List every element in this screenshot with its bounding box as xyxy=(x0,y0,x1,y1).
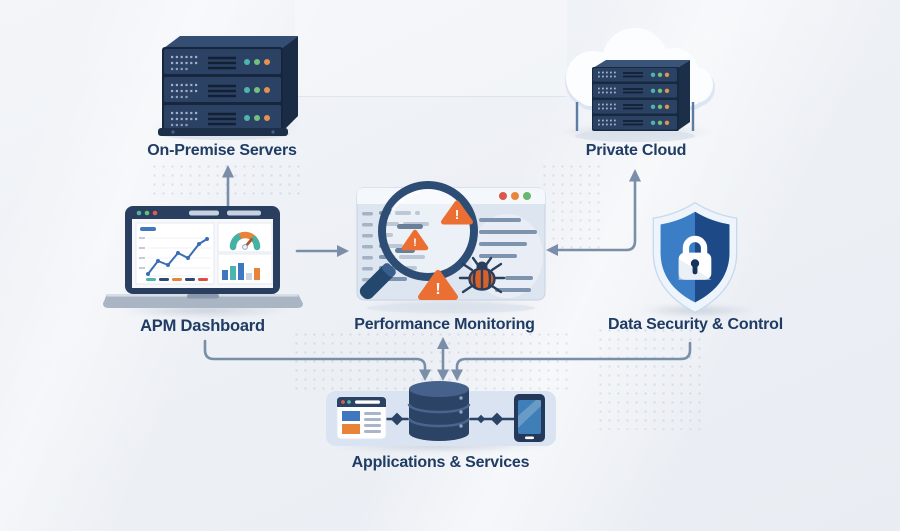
background-top-band xyxy=(295,0,567,97)
svg-text:!: ! xyxy=(435,281,440,298)
performance-monitoring-label: Performance Monitoring xyxy=(354,316,535,333)
private-cloud-label: Private Cloud xyxy=(585,142,687,159)
node-applications-services xyxy=(318,376,568,450)
arrow-security-to-cloud-and-monitoring xyxy=(556,179,637,252)
arrow-dashboard-to-apps xyxy=(203,339,427,372)
magnifier-alerts-icon: ! ! ! xyxy=(356,181,546,313)
gauge-panel xyxy=(217,222,273,253)
node-data-security xyxy=(645,200,745,316)
line-chart-panel xyxy=(135,222,215,285)
node-on-premise-servers xyxy=(140,28,310,140)
node-private-cloud xyxy=(547,24,722,146)
lock-icon xyxy=(678,235,712,280)
laptop-base xyxy=(103,294,303,308)
bar-chart-panel xyxy=(217,253,273,285)
web-app-icon xyxy=(336,396,387,440)
warning-triangle-icon: ! xyxy=(441,200,473,225)
line-number-dashes xyxy=(362,212,373,282)
apm-dashboard-label: APM Dashboard xyxy=(140,317,265,335)
svg-text:!: ! xyxy=(413,237,417,249)
data-security-label: Data Security & Control xyxy=(608,316,783,333)
warning-triangle-icon: ! xyxy=(401,229,429,251)
warning-triangle-icon: ! xyxy=(418,270,458,300)
laptop-dashboard-icon xyxy=(103,206,303,308)
cloud-servers-icon xyxy=(565,28,715,142)
node-performance-monitoring: ! ! ! xyxy=(345,178,560,313)
svg-text:!: ! xyxy=(455,207,459,222)
applications-services-label: Applications & Services xyxy=(351,454,530,471)
database-icon xyxy=(407,381,471,441)
mobile-device-icon xyxy=(514,394,545,442)
server-stack-icon xyxy=(158,36,298,140)
node-apm-dashboard xyxy=(103,206,303,310)
bug-icon xyxy=(458,256,506,294)
apps-stack-icon xyxy=(326,381,556,446)
on-premise-servers-label: On-Premise Servers xyxy=(147,142,297,159)
shield-lock-icon xyxy=(652,201,738,314)
arrow-security-to-apps xyxy=(455,341,692,372)
